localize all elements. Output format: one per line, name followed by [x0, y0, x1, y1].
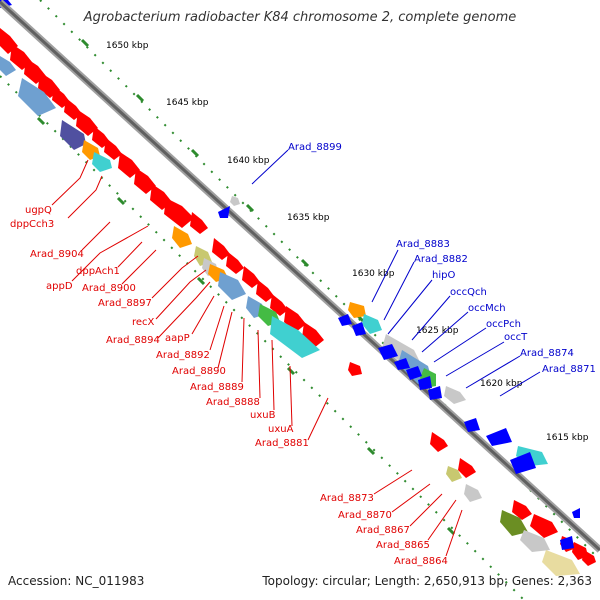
accession-text: Accession: NC_011983 [8, 574, 145, 588]
gene-label-uxuA: uxuA [268, 424, 294, 435]
red-leader-lines [51, 159, 463, 557]
gene-label-occT: occT [504, 332, 528, 343]
scale-label-1645: 1645 kbp [166, 98, 209, 108]
gene-label-hipO: hipO [432, 270, 455, 281]
gene-label-arad-8889: Arad_8889 [190, 382, 244, 393]
gene-label-recX: recX [132, 317, 155, 328]
gene-label-arad-8894: Arad_8894 [106, 335, 160, 346]
gene-label-arad-8899: Arad_8899 [288, 142, 342, 153]
gene-label-aapP: aapP [165, 333, 190, 344]
blue-leader-lines [251, 149, 541, 397]
red-labels: ugpQ dppCch3 Arad_8904 dppAch1 appD Arad… [10, 205, 448, 567]
gene-label-dppAch1: dppAch1 [76, 266, 120, 277]
gene-label-arad-8900: Arad_8900 [82, 283, 136, 294]
gene-label-arad-8874: Arad_8874 [520, 348, 574, 359]
gene-label-arad-8904: Arad_8904 [30, 249, 84, 260]
gene-label-dppCch3: dppCch3 [10, 219, 54, 230]
scale-label-1620: 1620 kbp [480, 379, 523, 389]
gene-label-arad-8882: Arad_8882 [414, 254, 468, 265]
forward-red-genes [0, 28, 596, 566]
scale-label-1650: 1650 kbp [106, 41, 149, 51]
blue-labels: Arad_8899 Arad_8883 Arad_8882 hipO occQc… [288, 142, 596, 375]
gene-label-arad-8873: Arad_8873 [320, 493, 374, 504]
colored-features [0, 56, 580, 576]
gene-label-occPch: occPch [486, 319, 521, 330]
gene-label-arad-8897: Arad_8897 [98, 298, 152, 309]
gene-label-appD: appD [46, 281, 73, 292]
gene-label-arad-8871: Arad_8871 [542, 364, 596, 375]
scale-label-1625: 1625 kbp [416, 326, 459, 336]
gene-label-occMch: occMch [468, 303, 506, 314]
gene-label-uxuB: uxuB [250, 410, 276, 421]
scale-label-1630: 1630 kbp [352, 269, 395, 279]
scale-label-1635: 1635 kbp [287, 213, 330, 223]
gene-label-arad-8883: Arad_8883 [396, 239, 450, 250]
map-title: Agrobacterium radiobacter K84 chromosome… [83, 10, 517, 25]
gene-label-occQch: occQch [450, 287, 487, 298]
gene-label-arad-8870: Arad_8870 [338, 510, 392, 521]
gene-label-arad-8865: Arad_8865 [376, 540, 430, 551]
scale-label-1615: 1615 kbp [546, 433, 589, 443]
gene-label-arad-8892: Arad_8892 [156, 350, 210, 361]
gene-label-ugpQ: ugpQ [25, 205, 52, 216]
scale-label-1640: 1640 kbp [227, 156, 270, 166]
gene-label-arad-8864: Arad_8864 [394, 556, 448, 567]
gene-label-arad-8881: Arad_8881 [255, 438, 309, 449]
tick-track-lower [0, 75, 525, 600]
topology-summary: Topology: circular; Length: 2,650,913 bp… [262, 574, 592, 588]
reverse-blue-genes [218, 206, 580, 550]
gene-label-arad-8867: Arad_8867 [356, 525, 410, 536]
backbone-line-core [0, 0, 600, 552]
gene-label-arad-8890: Arad_8890 [172, 366, 226, 377]
gene-label-arad-8888: Arad_8888 [206, 397, 260, 408]
